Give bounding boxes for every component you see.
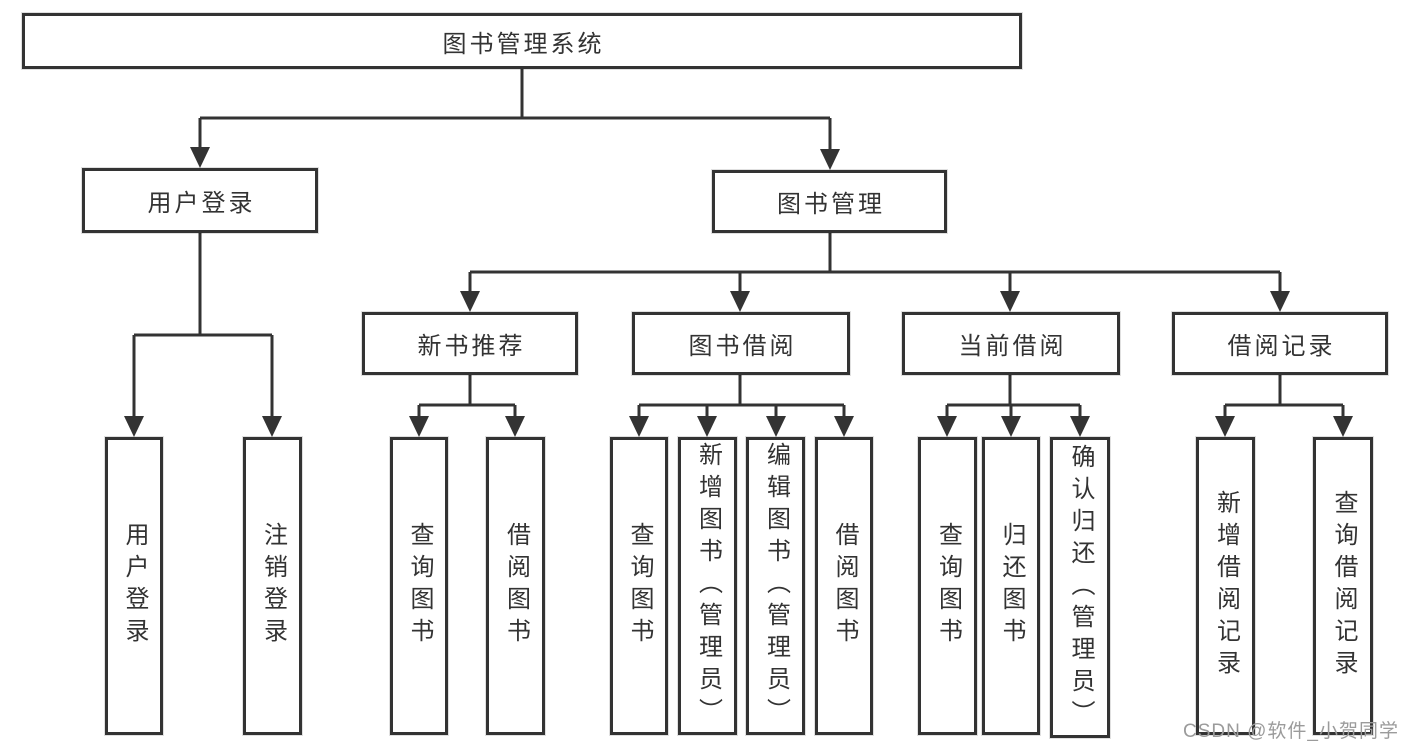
node-system-root: 图书管理系统: [22, 13, 1022, 69]
node-borrow-records: 借阅记录: [1172, 312, 1388, 375]
leaf-add-book-admin: 新增图书（管理员）: [678, 437, 737, 735]
leaf-logout: 注销登录: [243, 437, 302, 735]
leaf-borrowing-query-books: 查询图书: [610, 437, 668, 735]
leaf-return-books: 归还图书: [982, 437, 1040, 735]
leaf-user-login: 用户登录: [105, 437, 163, 735]
leaf-query-borrow-record: 查询借阅记录: [1313, 437, 1373, 735]
leaf-confirm-return-admin: 确认归还（管理员）: [1050, 437, 1110, 738]
node-user-login: 用户登录: [82, 168, 318, 233]
node-book-borrowing: 图书借阅: [632, 312, 850, 375]
node-new-book-recommend: 新书推荐: [362, 312, 578, 375]
csdn-watermark: CSDN @软件_小贺同学: [1183, 721, 1399, 742]
leaf-add-borrow-record: 新增借阅记录: [1196, 437, 1255, 735]
leaf-borrowing-borrow-books: 借阅图书: [815, 437, 873, 735]
leaf-current-query-books: 查询图书: [918, 437, 977, 735]
leaf-edit-book-admin: 编辑图书（管理员）: [746, 437, 805, 735]
leaf-newbooks-query-books: 查询图书: [390, 437, 448, 735]
node-book-management: 图书管理: [712, 170, 947, 233]
leaf-newbooks-borrow-books: 借阅图书: [486, 437, 545, 735]
node-current-borrowing: 当前借阅: [902, 312, 1120, 375]
